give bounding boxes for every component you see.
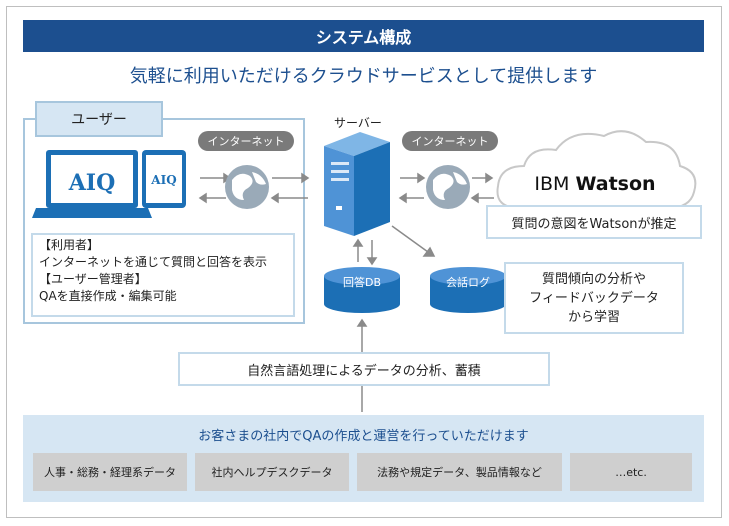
user-panel-title: ユーザー (35, 101, 163, 137)
learning-box: 質問傾向の分析や フィードバックデータ から学習 (504, 262, 684, 334)
internet-label-left: インターネット (198, 131, 294, 151)
user-desc-line: 【ユーザー管理者】 (39, 272, 147, 286)
qa-db-cylinder (324, 267, 400, 313)
subtitle: 気軽に利用いただけるクラウドサービスとして提供します (129, 66, 598, 87)
watson-logo-name: Watson (575, 173, 656, 195)
log-label: 会話ログ (446, 276, 490, 289)
tablet-icon (142, 150, 186, 208)
learning-line: フィードバックデータ (529, 290, 659, 306)
arrow-nlp-db (356, 318, 368, 352)
source-hr-data: 人事・総務・経理系データ (33, 453, 187, 491)
log-cylinder (430, 267, 506, 313)
bottom-title: お客さまの社内でQAの作成と運営を行っていただけます (198, 429, 529, 444)
laptop-icon (32, 150, 152, 218)
source-etc: …etc. (570, 453, 692, 491)
learning-line: 質問傾向の分析や (541, 271, 646, 287)
watson-logo: IBM Watson (520, 173, 670, 195)
arrows-globe-server (270, 172, 310, 204)
tablet-logo: AIQ (150, 173, 176, 187)
globe-icon-right (426, 165, 470, 209)
user-desc-line: インターネットを通じて質問と回答を表示 (39, 255, 268, 269)
user-description: 【利用者】 インターネットを通じて質問と回答を表示 【ユーザー管理者】 QAを直… (31, 233, 295, 317)
server-label: サーバー (334, 116, 382, 130)
watson-logo-ibm: IBM (534, 173, 570, 195)
cloud-icon (496, 130, 697, 209)
nlp-box: 自然言語処理によるデータの分析、蓄積 (178, 352, 550, 386)
learning-line: から学習 (567, 309, 620, 325)
arrows-server-db (352, 225, 436, 266)
arrows-server-globe (398, 172, 426, 204)
source-helpdesk-data: 社内ヘルプデスクデータ (195, 453, 349, 491)
globe-icon-left (225, 165, 269, 209)
watson-caption: 質問の意図をWatsonが推定 (486, 205, 702, 239)
server-icon (324, 132, 390, 236)
arrows-globe-cloud (470, 172, 494, 204)
user-desc-line: 【利用者】 (39, 238, 100, 252)
page-title: システム構成 (23, 20, 704, 52)
source-legal-data: 法務や規定データ、製品情報など (357, 453, 562, 491)
user-desc-line: QAを直接作成・編集可能 (39, 289, 177, 303)
laptop-logo: AIQ (68, 170, 116, 196)
internet-label-right: インターネット (402, 131, 498, 151)
qa-db-label: 回答DB (342, 276, 382, 289)
